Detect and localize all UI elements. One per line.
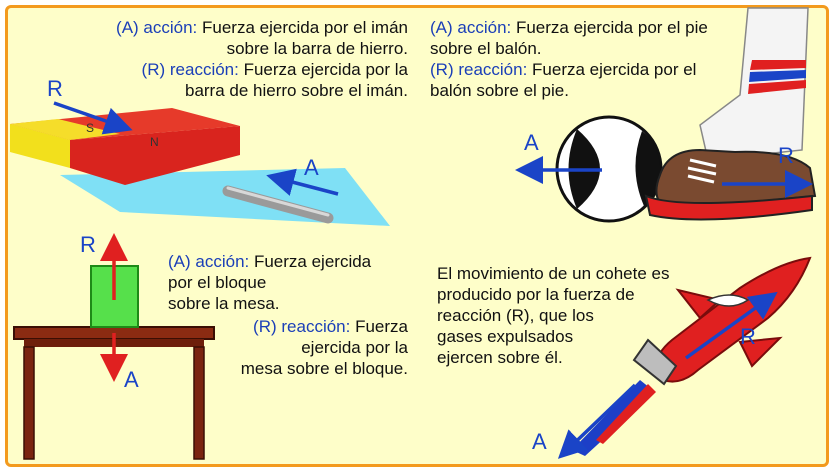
magnet-caption: (A) acción: Fuerza ejercida por el imán …: [116, 17, 408, 101]
foot-caption-line4: balón sobre el pie.: [430, 80, 708, 101]
foot-label-a: A: [524, 130, 539, 155]
rocket-caption: El movimiento de un cohete es producido …: [437, 263, 669, 368]
foot-label-r: R: [778, 143, 794, 168]
block-caption-line5: ejercida por la: [241, 337, 408, 358]
block-caption-line3: sobre la mesa.: [168, 293, 371, 314]
rocket-label-a: A: [532, 429, 547, 454]
table-leg-left: [24, 347, 34, 459]
magnet-label-a: A: [304, 155, 319, 180]
magnet-caption-line1: (A) acción: Fuerza ejercida por el imán: [116, 17, 408, 38]
magnet-caption-line2: sobre la barra de hierro.: [116, 38, 408, 59]
rocket-label-r: R: [740, 324, 756, 349]
foot-caption-line2: sobre el balón.: [430, 38, 708, 59]
block-caption-line4: (R) reacción: Fuerza: [241, 316, 408, 337]
magnet-label-r: R: [47, 76, 63, 101]
rocket-caption-line2: producido por la fuerza de: [437, 284, 669, 305]
table-leg-right: [194, 347, 204, 459]
block-caption-top: (A) acción: Fuerza ejercida por el bloqu…: [168, 251, 371, 314]
foot-caption-line1: (A) acción: Fuerza ejercida por el pie: [430, 17, 708, 38]
rocket-caption-line3: reacción (R), que los: [437, 305, 669, 326]
magnet-caption-line3: (R) reacción: Fuerza ejercida por la: [116, 59, 408, 80]
block-caption-bottom: (R) reacción: Fuerza ejercida por la mes…: [241, 316, 408, 379]
magnet-pole-n: N: [150, 135, 159, 149]
rocket-body: [656, 258, 810, 382]
rocket-caption-line1: El movimiento de un cohete es: [437, 263, 669, 284]
magnet-caption-line4: barra de hierro sobre el imán.: [116, 80, 408, 101]
magnet-pole-s: S: [86, 121, 94, 135]
rocket-caption-line4: gases expulsados: [437, 326, 669, 347]
block-label-r: R: [80, 232, 96, 257]
block-caption-line2: por el bloque: [168, 272, 371, 293]
foot-caption-line3: (R) reacción: Fuerza ejercida por el: [430, 59, 708, 80]
rocket-caption-line5: ejercen sobre él.: [437, 347, 669, 368]
foot-caption: (A) acción: Fuerza ejercida por el pie s…: [430, 17, 708, 101]
block-caption-line6: mesa sobre el bloque.: [241, 358, 408, 379]
block-caption-line1: (A) acción: Fuerza ejercida: [168, 251, 371, 272]
block-label-a: A: [124, 367, 139, 392]
